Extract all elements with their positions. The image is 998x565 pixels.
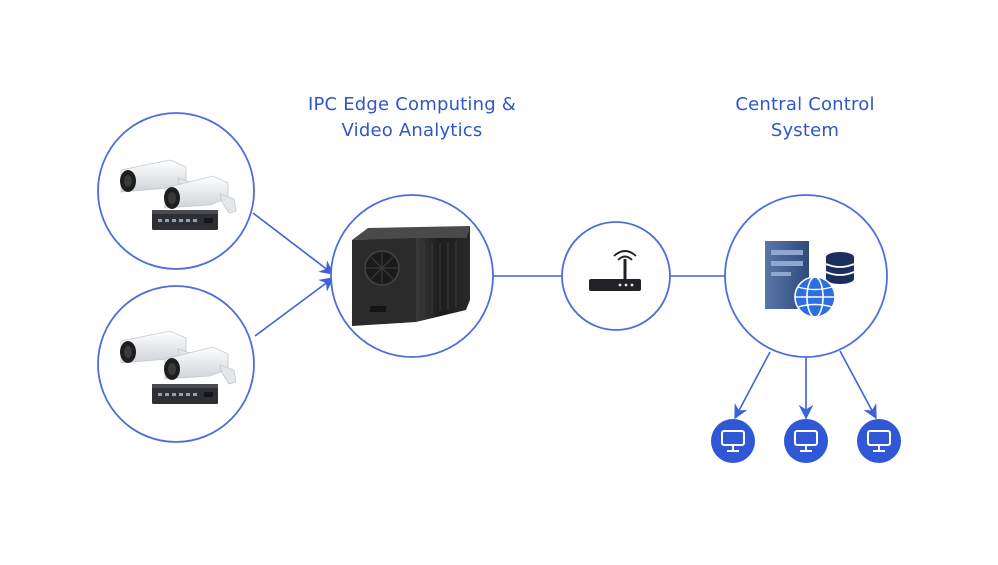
globe-icon bbox=[794, 276, 836, 318]
edge-server-to-monitor1 bbox=[734, 351, 771, 420]
edge-label-line1: IPC Edge Computing & bbox=[307, 94, 517, 115]
edge-computer bbox=[330, 194, 494, 358]
monitor-icon bbox=[794, 430, 818, 452]
network-switch-icon bbox=[152, 384, 218, 404]
central-label-line1: Central Control bbox=[735, 94, 875, 115]
router bbox=[561, 221, 671, 331]
edge-computing-label: IPC Edge Computing & Video Analytics bbox=[270, 92, 554, 144]
node-circle bbox=[561, 221, 671, 331]
industrial-pc-icon bbox=[352, 226, 470, 326]
central-label-line2: System bbox=[770, 120, 840, 141]
monitor-2 bbox=[784, 419, 828, 463]
wireless-router-icon bbox=[589, 250, 641, 291]
monitor-icon bbox=[867, 430, 891, 452]
edge-server-to-monitor3 bbox=[839, 350, 877, 420]
cctv-camera-icon bbox=[164, 175, 237, 214]
cctv-camera-icon bbox=[120, 159, 200, 200]
central-control-label: Central Control System bbox=[700, 92, 910, 144]
edge-cam2-to-pc bbox=[254, 277, 335, 337]
camera-group-2 bbox=[97, 285, 255, 443]
edge-cam1-to-pc bbox=[252, 212, 335, 275]
database-icon bbox=[825, 252, 855, 284]
monitor-3 bbox=[857, 419, 901, 463]
cctv-camera-icon bbox=[164, 346, 237, 385]
monitor-icon bbox=[721, 430, 745, 452]
edge-label-line2: Video Analytics bbox=[341, 120, 483, 141]
connectors bbox=[252, 212, 877, 420]
monitor-1 bbox=[711, 419, 755, 463]
network-switch-icon bbox=[152, 210, 218, 230]
central-server bbox=[724, 194, 888, 358]
camera-group-1 bbox=[97, 112, 255, 270]
